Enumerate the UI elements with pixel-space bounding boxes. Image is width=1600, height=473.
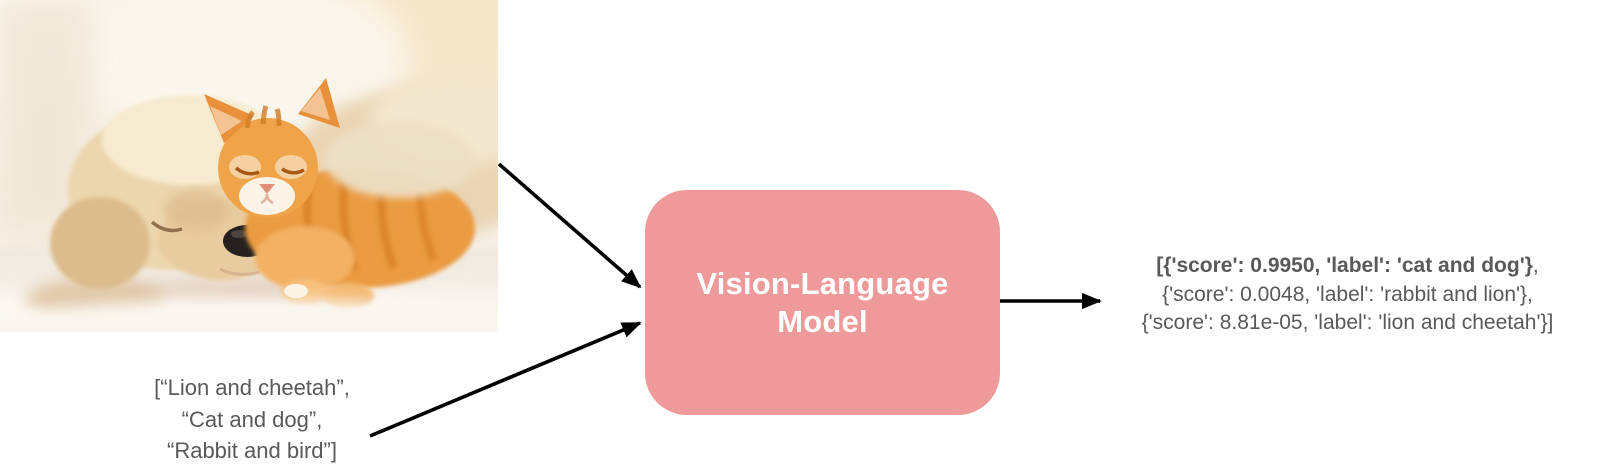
arrow-labels-to-model: [369, 321, 642, 438]
candidate-labels-line3: “Rabbit and bird”]: [167, 438, 337, 463]
model-box-label-line2: Model: [777, 303, 868, 339]
kitten-figure: [204, 78, 475, 309]
pet-photo: [0, 0, 498, 332]
model-output-text: [{'score': 0.9950, 'label': 'cat and dog…: [1095, 252, 1600, 338]
candidate-labels-line2: “Cat and dog”,: [181, 406, 323, 432]
arrow-image-to-model: [497, 162, 642, 289]
output-line3: {'score': 8.81e-05, 'label': 'lion and c…: [1141, 311, 1554, 334]
output-line1-comma: ,: [1532, 254, 1539, 277]
model-box-label-line1: Vision-Language: [696, 265, 949, 301]
output-line1-top-score: [{'score': 0.9950, 'label': 'cat and dog…: [1156, 254, 1533, 277]
vision-language-model-box: Vision-Language Model: [645, 190, 1000, 415]
candidate-labels-list: [“Lion and cheetah”, “Cat and dog”, “Rab…: [112, 372, 392, 467]
output-line2: {'score': 0.0048, 'label': 'rabbit and l…: [1162, 282, 1533, 306]
model-box-label: Vision-Language Model: [696, 265, 948, 341]
output-line1: [{'score': 0.9950, 'label': 'cat and dog…: [1095, 252, 1600, 281]
candidate-labels-line1: [“Lion and cheetah”,: [154, 375, 350, 400]
